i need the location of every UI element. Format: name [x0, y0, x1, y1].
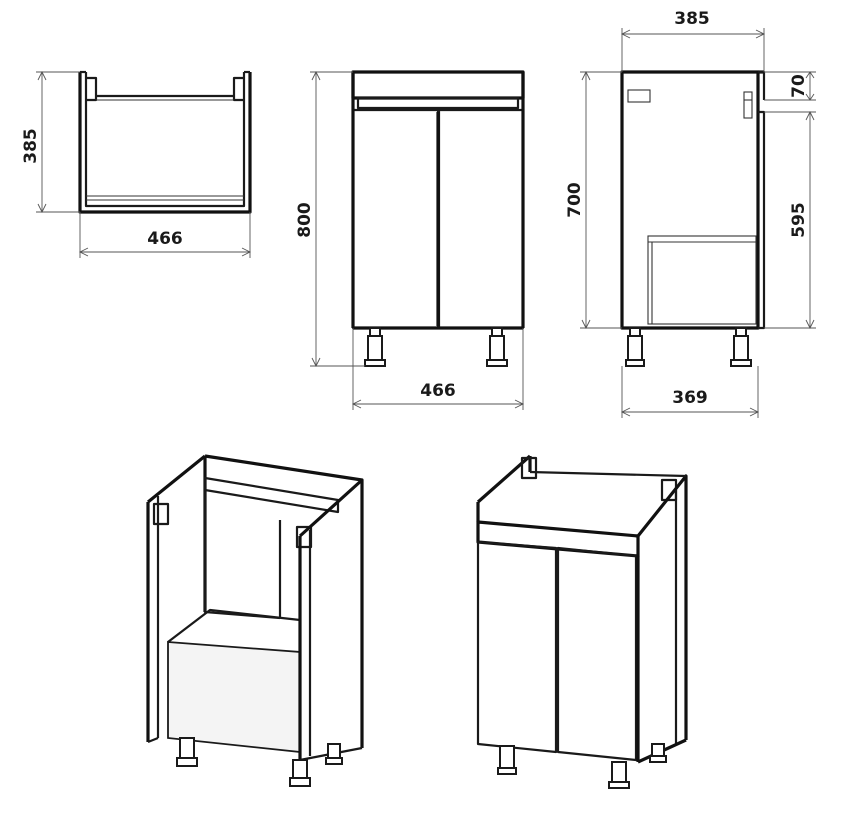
left-door — [351, 108, 440, 330]
top-width-label: 466 — [147, 229, 183, 249]
right-door — [437, 108, 525, 330]
iso-left-door — [476, 540, 558, 754]
side-depth-top-label: 385 — [674, 9, 710, 29]
side-top-gap-label: 70 — [789, 74, 809, 98]
top-depth-label: 385 — [21, 128, 41, 164]
side-depth-bottom-label: 369 — [672, 388, 708, 408]
front-width-label: 466 — [420, 381, 456, 401]
isometric-open-view — [146, 454, 364, 787]
front-height-label: 800 — [295, 202, 315, 238]
iso-right-door — [556, 546, 638, 762]
front-view: 800 466 — [295, 70, 525, 410]
side-inner-height-label: 595 — [789, 202, 809, 238]
side-height-label: 700 — [565, 182, 585, 218]
top-view: 385 466 — [21, 70, 252, 258]
isometric-closed-view — [476, 454, 688, 789]
side-view: 385 700 70 595 369 — [565, 9, 816, 418]
